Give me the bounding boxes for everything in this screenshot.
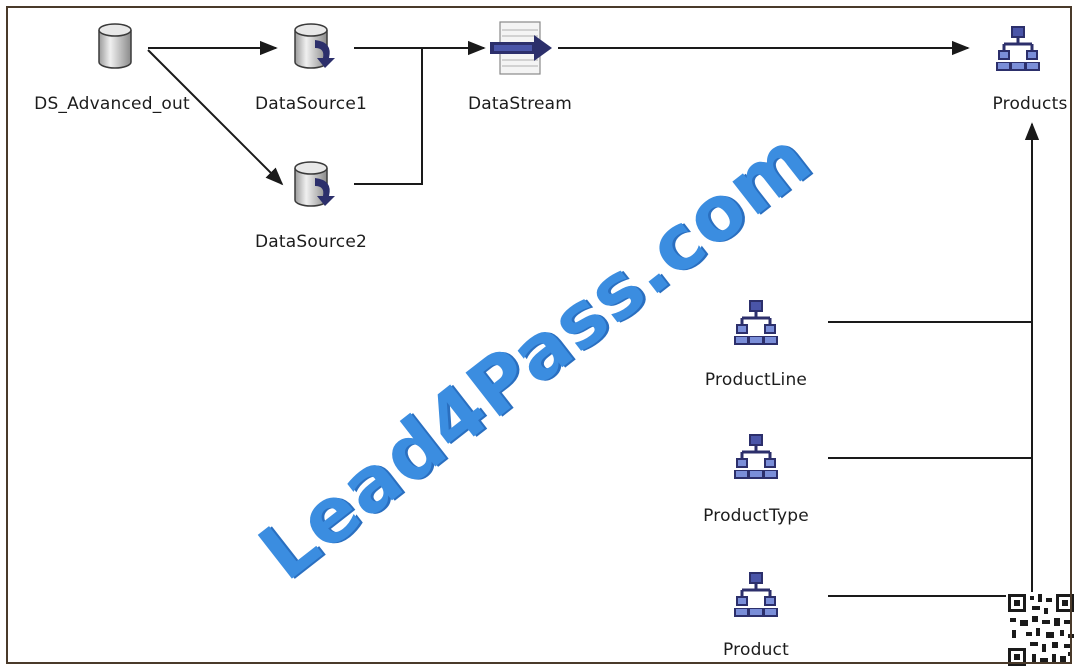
datasource-icon[interactable] — [294, 23, 335, 69]
edge-ds-to-datasource2 — [147, 49, 284, 186]
node-label-products: Products — [992, 94, 1068, 114]
node-label-datasource2: DataSource2 — [255, 232, 367, 252]
diagram-frame — [6, 6, 1072, 664]
datasource-icon[interactable] — [294, 161, 335, 207]
node-label-productline: ProductLine — [704, 370, 808, 390]
node-label-datastream: DataStream — [467, 94, 573, 114]
node-label-producttype: ProductType — [703, 506, 809, 526]
node-label-product: Product — [723, 640, 789, 660]
node-label-datasource1: DataSource1 — [255, 94, 367, 114]
qr-code-icon — [1006, 592, 1076, 668]
datastream-icon[interactable] — [490, 21, 552, 75]
node-label-ds-advanced-out: DS_Advanced_out — [34, 94, 190, 114]
edge-datasource2-to-datastream — [354, 48, 423, 185]
